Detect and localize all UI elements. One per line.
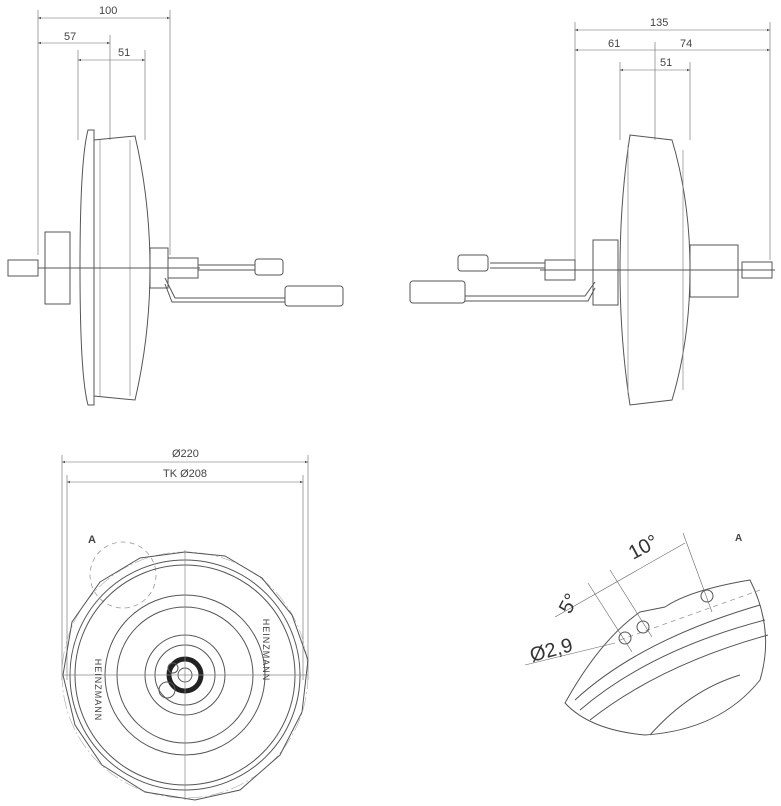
dim-61: 61 — [608, 38, 620, 50]
dim-bolt-circle: TK Ø208 — [163, 468, 207, 480]
dim-diameter: Ø220 — [172, 448, 199, 460]
detail-label: A — [735, 533, 742, 544]
dim-overall-right: 135 — [650, 17, 668, 29]
dim-51-left: 51 — [118, 47, 130, 59]
left-side-view: 100 57 51 — [7, 5, 344, 406]
detail-marker-circle — [89, 541, 157, 609]
dim-57: 57 — [64, 31, 76, 43]
hole-diameter: Ø2,9 — [528, 634, 576, 666]
brand-text-left: HEINZMANN — [93, 659, 103, 722]
dim-74: 74 — [680, 38, 692, 50]
detail-marker-label: A — [88, 534, 96, 546]
dim-overall-left: 100 — [99, 5, 117, 17]
right-side-view: 135 61 74 51 — [409, 17, 775, 406]
angle-5-deg: 5° — [555, 590, 583, 617]
dim-51-right: 51 — [660, 57, 672, 69]
detail-view-a: A 5° 10° Ø2,9 — [524, 531, 769, 736]
brand-text-right: HEINZMANN — [261, 619, 271, 682]
front-view: Ø220 TK Ø208 A HEINZMANN HEINZMANN — [61, 448, 309, 801]
